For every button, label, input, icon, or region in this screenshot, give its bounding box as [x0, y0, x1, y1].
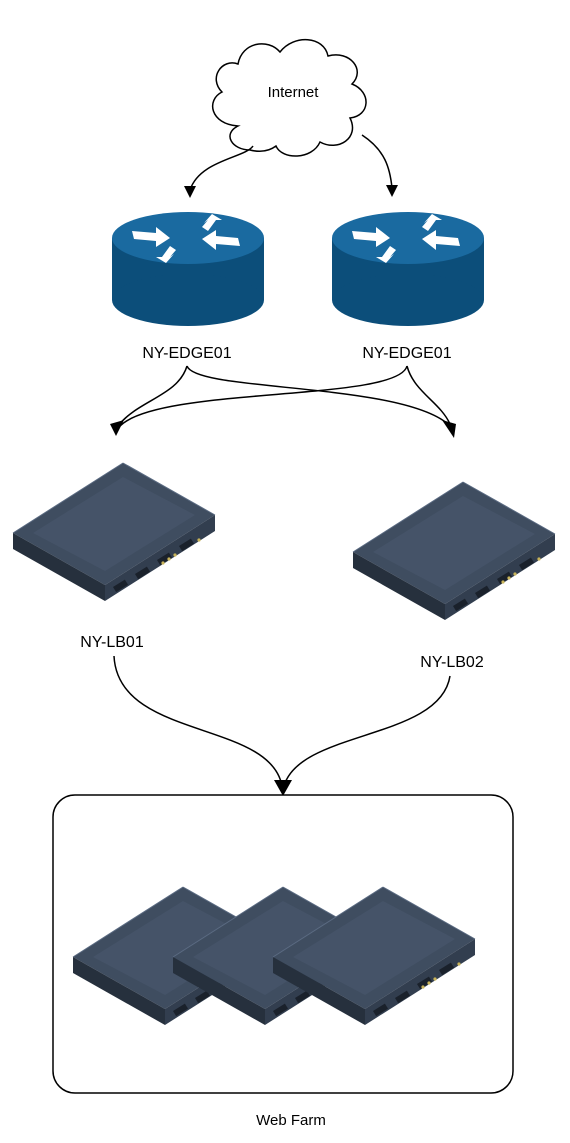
- internet-cloud-icon: [212, 38, 367, 157]
- internet-label: Internet: [268, 84, 320, 101]
- arrowhead-lb-right: [442, 420, 456, 438]
- connector-edge-to-lb-mesh: [117, 365, 451, 427]
- server-icon: [352, 481, 556, 621]
- edge-left-label: NY-EDGE01: [142, 345, 231, 362]
- arrowhead-webfarm: [274, 780, 292, 796]
- router-icon: [112, 212, 264, 326]
- router-icon: [332, 212, 484, 326]
- connector-internet-to-edge-right: [361, 134, 398, 197]
- web-farm-label: Web Farm: [256, 1112, 326, 1129]
- lb-left-label: NY-LB01: [80, 634, 144, 651]
- edge-right-label: NY-EDGE01: [362, 345, 451, 362]
- server-icon: [12, 462, 216, 602]
- arrowhead-lb-left: [110, 420, 124, 436]
- connector-lb-to-webfarm: [113, 655, 451, 787]
- connector-internet-to-edge-left: [184, 145, 254, 198]
- lb-right-label: NY-LB02: [420, 654, 484, 671]
